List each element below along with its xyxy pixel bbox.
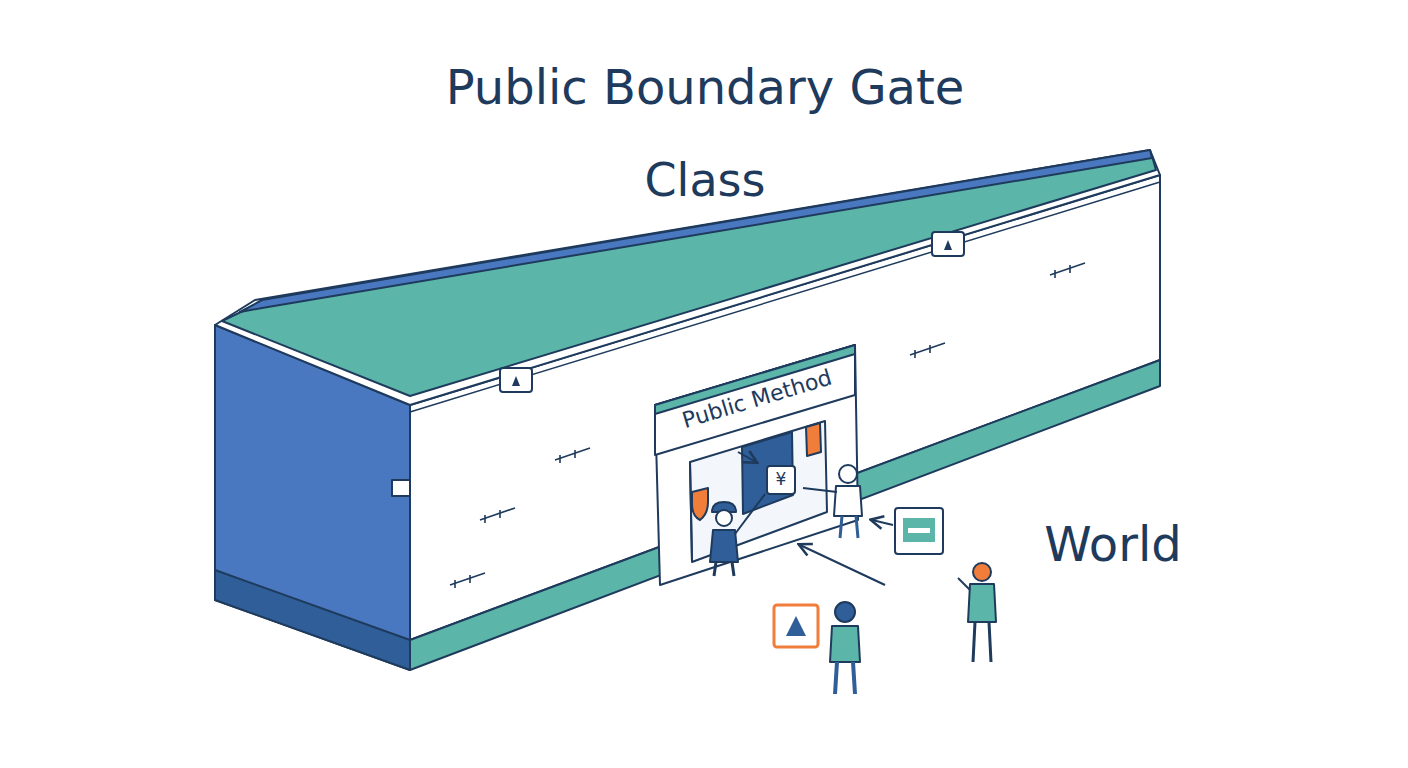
flow-arrow [738, 452, 893, 585]
person-figure [803, 465, 862, 538]
node-text: Class [638, 154, 771, 207]
currency-symbol: ¥ [776, 470, 787, 490]
gate-face [655, 345, 858, 585]
gate-orange-panel [806, 423, 821, 456]
public-method-gate: Public Method [655, 345, 860, 585]
class-wall: ClassPublic Method [215, 150, 1160, 675]
person-figure [830, 602, 860, 694]
end-bracket [392, 480, 410, 496]
panel-icon [895, 508, 943, 554]
rim-bracket [500, 368, 532, 392]
person-figure [958, 563, 996, 662]
wall-top [215, 150, 1160, 405]
rim-bracket-mark [512, 376, 520, 386]
card-icon [767, 466, 795, 494]
rim-bracket [932, 232, 964, 256]
triangle-icon [774, 605, 818, 647]
guard-figure [710, 494, 765, 576]
gate-post [690, 462, 692, 562]
brick-marks [450, 263, 1085, 588]
wall-end-base [215, 570, 410, 670]
gate-opening [690, 421, 827, 562]
node-text: Public Method [679, 365, 834, 434]
cornice-blue [240, 150, 1152, 312]
shield-icon [692, 488, 708, 520]
diagram-title: Public Boundary Gate [446, 60, 965, 115]
rim-bracket-mark [944, 240, 952, 250]
region-label: World [1044, 517, 1182, 572]
